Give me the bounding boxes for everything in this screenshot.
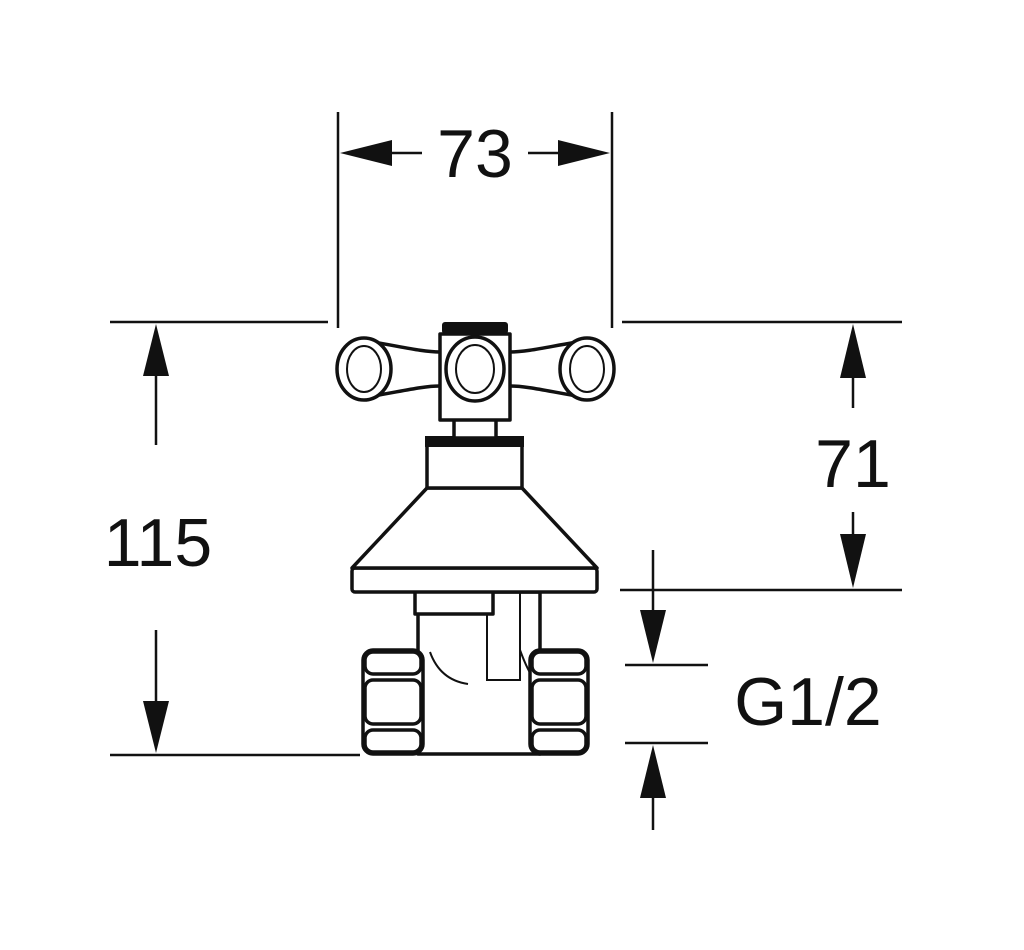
right-nut-segment-middle	[530, 678, 588, 726]
handle-height-dimension-label: 71	[815, 426, 891, 502]
valve-body-curve	[429, 651, 469, 685]
valve-bonnet-ring	[425, 436, 524, 447]
total-height-arrow-up	[143, 324, 169, 376]
thread-dimension: G1/2	[625, 550, 882, 830]
handle-knob-right	[558, 336, 616, 402]
left-hex-nut	[361, 648, 425, 756]
valve-cone	[350, 486, 599, 570]
valve-inner-channel	[486, 592, 521, 681]
handle-height-dimension: 71	[620, 324, 902, 592]
valve-bonnet	[425, 442, 524, 490]
width-dimension: 73	[336, 112, 614, 328]
handle-knob-right-inner	[569, 345, 605, 393]
handle-knob-left	[335, 336, 393, 402]
handle-knob-left-inner	[346, 345, 382, 393]
valve-body	[350, 416, 599, 756]
handle-knob-center	[444, 335, 506, 403]
valve-lower-body	[416, 590, 542, 756]
right-nut-segment-top	[530, 650, 588, 676]
total-height-dimension: 115	[104, 324, 360, 757]
total-height-arrow-down	[143, 701, 169, 753]
width-arrow-left	[340, 140, 392, 166]
left-nut-segment-bottom	[363, 728, 423, 754]
handle-top-cap	[442, 322, 508, 334]
handle-height-arrow-down	[840, 534, 866, 588]
thread-dimension-label: G1/2	[734, 664, 881, 740]
left-nut-segment-middle	[363, 678, 423, 726]
width-arrow-right	[558, 140, 610, 166]
right-hex-nut	[528, 648, 590, 756]
handle-height-arrow-up	[840, 324, 866, 378]
left-nut-segment-top	[363, 650, 423, 676]
valve-flange	[350, 566, 599, 594]
thread-arrow-up	[640, 745, 666, 798]
width-dimension-label: 73	[437, 116, 513, 192]
right-nut-segment-bottom	[530, 728, 588, 754]
cross-handle	[335, 322, 616, 422]
thread-arrow-down	[640, 610, 666, 663]
handle-knob-center-inner	[455, 344, 495, 394]
total-height-dimension-label: 115	[104, 505, 212, 581]
